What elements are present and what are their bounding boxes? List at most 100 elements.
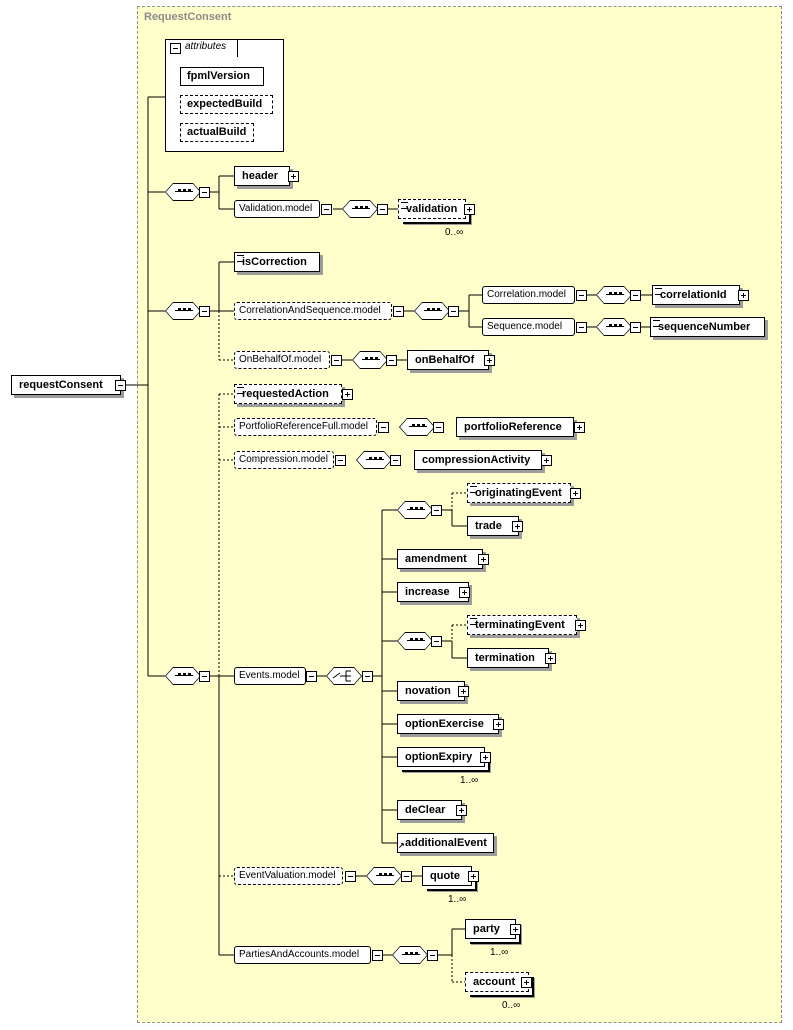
- expand-toggle-icon[interactable]: [480, 752, 491, 763]
- expand-toggle-icon[interactable]: [478, 554, 489, 565]
- collapse-toggle-icon[interactable]: [630, 322, 641, 333]
- expand-toggle-icon[interactable]: [458, 686, 469, 697]
- collapse-toggle-icon[interactable]: [431, 636, 442, 647]
- sequence-compositor[interactable]: [366, 867, 402, 885]
- expand-toggle-icon[interactable]: [484, 355, 495, 366]
- root-element[interactable]: requestConsent: [11, 375, 121, 395]
- element-quote[interactable]: quote: [422, 866, 472, 886]
- group-sequence-model[interactable]: Sequence.model: [482, 318, 575, 336]
- element-novation[interactable]: novation: [397, 681, 465, 701]
- expand-toggle-icon[interactable]: [510, 924, 521, 935]
- expand-toggle-icon[interactable]: [575, 620, 586, 631]
- attribute-actualbuild[interactable]: actualBuild: [180, 123, 254, 142]
- sequence-compositor[interactable]: [352, 351, 388, 369]
- attributes-label: attributes: [185, 41, 227, 52]
- group-validation-model[interactable]: Validation.model: [234, 200, 320, 218]
- element-declear[interactable]: deClear: [397, 800, 462, 820]
- collapse-toggle-icon[interactable]: [331, 355, 342, 366]
- sequence-compositor[interactable]: [356, 451, 392, 469]
- element-correlationid[interactable]: correlationId: [652, 285, 740, 305]
- collapse-toggle-icon[interactable]: [576, 322, 587, 333]
- expand-toggle-icon[interactable]: [574, 422, 585, 433]
- sequence-compositor[interactable]: [397, 632, 433, 650]
- group-portfolioreferencefull-model[interactable]: PortfolioReferenceFull.model: [234, 418, 377, 436]
- sequence-compositor[interactable]: [399, 418, 435, 436]
- element-compressionactivity[interactable]: compressionActivity: [414, 450, 542, 470]
- expand-toggle-icon[interactable]: [288, 171, 299, 182]
- collapse-toggle-icon[interactable]: [345, 871, 356, 882]
- expand-toggle-icon[interactable]: [456, 805, 467, 816]
- element-account[interactable]: account: [465, 972, 529, 992]
- element-terminatingevent[interactable]: terminatingEvent: [467, 615, 577, 635]
- element-additionalevent[interactable]: additionalEvent: [397, 833, 494, 855]
- group-correlationandsequence-model[interactable]: CorrelationAndSequence.model: [234, 302, 392, 320]
- element-sequencenumber[interactable]: sequenceNumber: [650, 317, 765, 337]
- collapse-toggle-icon[interactable]: [362, 671, 373, 682]
- group-events-model[interactable]: Events.model: [234, 667, 306, 685]
- collapse-toggle-icon[interactable]: [199, 306, 210, 317]
- group-correlation-model[interactable]: Correlation.model: [482, 286, 575, 304]
- sequence-compositor[interactable]: [165, 183, 201, 201]
- collapse-toggle-icon[interactable]: [386, 355, 397, 366]
- expand-toggle-icon[interactable]: [459, 587, 470, 598]
- expand-toggle-icon[interactable]: [512, 521, 523, 532]
- attribute-fpmlversion[interactable]: fpmlVersion: [180, 67, 264, 86]
- collapse-toggle-icon[interactable]: [427, 950, 438, 961]
- element-originatingevent[interactable]: originatingEvent: [467, 483, 571, 503]
- expand-toggle-icon[interactable]: [541, 455, 552, 466]
- element-amendment[interactable]: amendment: [397, 549, 483, 569]
- element-termination[interactable]: termination: [467, 648, 549, 668]
- expand-toggle-icon[interactable]: [545, 653, 556, 664]
- collapse-toggle-icon[interactable]: [378, 422, 389, 433]
- collapse-toggle-icon[interactable]: [372, 950, 383, 961]
- collapse-toggle-icon[interactable]: [433, 422, 444, 433]
- sequence-compositor[interactable]: [165, 667, 201, 685]
- sequence-compositor[interactable]: [342, 200, 378, 218]
- element-requestedaction[interactable]: requestedAction: [234, 384, 342, 404]
- collapse-toggle-icon[interactable]: [377, 204, 388, 215]
- collapse-toggle-icon[interactable]: [393, 306, 404, 317]
- sequence-compositor[interactable]: [397, 501, 433, 519]
- collapse-toggle-icon[interactable]: [115, 380, 126, 391]
- element-trade[interactable]: trade: [467, 516, 519, 536]
- group-eventvaluation-model[interactable]: EventValuation.model: [234, 867, 343, 885]
- attribute-expectedbuild[interactable]: expectedBuild: [180, 95, 273, 114]
- choice-compositor[interactable]: [326, 667, 362, 685]
- expand-toggle-icon[interactable]: [342, 389, 353, 400]
- collapse-toggle-icon[interactable]: [199, 671, 210, 682]
- element-portfolioreference[interactable]: portfolioReference: [456, 417, 574, 437]
- expand-toggle-icon[interactable]: [570, 488, 581, 499]
- element-validation[interactable]: validation: [398, 199, 466, 219]
- element-optionexpiry[interactable]: optionExpiry: [397, 747, 485, 767]
- collapse-toggle-icon[interactable]: [401, 871, 412, 882]
- expand-toggle-icon[interactable]: [738, 290, 749, 301]
- element-optionexercise[interactable]: optionExercise: [397, 714, 499, 734]
- expand-toggle-icon[interactable]: [464, 204, 475, 215]
- collapse-toggle-icon[interactable]: [576, 290, 587, 301]
- element-onbehalfof[interactable]: onBehalfOf: [407, 350, 489, 370]
- element-increase[interactable]: increase: [397, 582, 469, 602]
- sequence-compositor[interactable]: [165, 302, 201, 320]
- collapse-toggle-icon[interactable]: [335, 455, 346, 466]
- collapse-toggle-icon[interactable]: [448, 306, 459, 317]
- collapse-toggle-icon[interactable]: [431, 505, 442, 516]
- sequence-compositor[interactable]: [596, 286, 632, 304]
- sequence-compositor[interactable]: [596, 318, 632, 336]
- sequence-compositor[interactable]: [414, 302, 450, 320]
- group-onbehalfof-model[interactable]: OnBehalfOf.model: [234, 351, 330, 369]
- element-header[interactable]: header: [234, 166, 290, 186]
- collapse-toggle-icon[interactable]: [321, 204, 332, 215]
- sequence-compositor[interactable]: [392, 946, 428, 964]
- collapse-toggle-icon[interactable]: [630, 290, 641, 301]
- collapse-toggle-icon[interactable]: [170, 43, 181, 54]
- expand-toggle-icon[interactable]: [493, 719, 504, 730]
- element-iscorrection[interactable]: isCorrection: [234, 252, 320, 272]
- collapse-toggle-icon[interactable]: [390, 455, 401, 466]
- group-compression-model[interactable]: Compression.model: [234, 451, 334, 469]
- collapse-toggle-icon[interactable]: [306, 671, 317, 682]
- collapse-toggle-icon[interactable]: [199, 187, 210, 198]
- element-party[interactable]: party: [465, 919, 516, 939]
- expand-toggle-icon[interactable]: [468, 871, 479, 882]
- expand-toggle-icon[interactable]: [521, 977, 532, 988]
- group-partiesandaccounts-model[interactable]: PartiesAndAccounts.model: [234, 946, 371, 964]
